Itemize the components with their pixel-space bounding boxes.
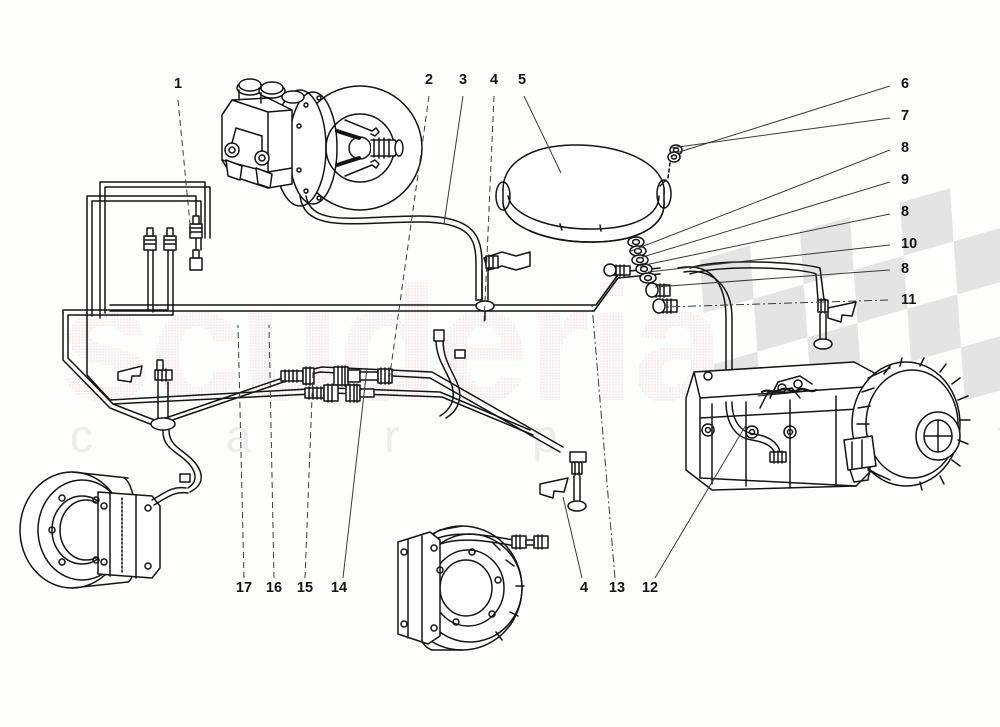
callout-label-8a: 8 [901, 140, 909, 156]
rear-brake-disc-assembly [397, 525, 549, 651]
callout-3[interactable]: 3 [443, 72, 467, 225]
callout-label-17: 17 [236, 580, 252, 596]
callout-13[interactable]: 13 [591, 304, 625, 596]
callout-9[interactable]: 9 [635, 172, 909, 260]
callout-4-bottom[interactable]: 4 [562, 496, 588, 596]
callout-label-16: 16 [266, 580, 282, 596]
callout-label-6: 6 [901, 76, 909, 92]
callout-4[interactable]: 4 [483, 72, 498, 325]
callout-label-9: 9 [901, 172, 909, 188]
vacuum-hose-main [299, 195, 483, 301]
callout-label-15: 15 [297, 580, 313, 596]
callout-11[interactable]: 11 [665, 292, 916, 308]
callout-label-5: 5 [518, 72, 526, 88]
hose-bracket-bottom [539, 451, 587, 512]
vacuum-brake-booster [273, 85, 423, 211]
callout-14[interactable]: 14 [331, 367, 368, 596]
flexible-brake-hose-left [117, 359, 202, 493]
hose-to-gearbox [725, 401, 781, 453]
callout-2[interactable]: 2 [388, 72, 433, 382]
gearbox-differential-housing [685, 357, 971, 491]
brake-fluid-accumulator-tank [495, 144, 672, 243]
hose-bracket-right [813, 298, 857, 350]
watermark-scuderia: scuderia [60, 251, 728, 435]
callout-label-12: 12 [642, 580, 658, 596]
callout-label-11: 11 [901, 292, 916, 308]
callout-12[interactable]: 12 [642, 424, 747, 596]
front-brake-disc-assembly [19, 471, 189, 589]
callout-label-13: 13 [609, 580, 625, 596]
callout-16[interactable]: 16 [266, 324, 282, 596]
callout-6[interactable]: 6 [675, 76, 909, 154]
callout-8-b[interactable]: 8 [639, 204, 909, 267]
callout-label-3: 3 [459, 72, 467, 88]
callout-label-4b: 4 [580, 580, 588, 596]
brake-pipe-union-nuts [143, 215, 203, 271]
brake-line-union-fittings [280, 365, 393, 403]
callout-label-2: 2 [425, 72, 433, 88]
flexible-brake-hose-rear [433, 329, 466, 419]
callout-label-8c: 8 [901, 261, 909, 277]
callout-label-8b: 8 [901, 204, 909, 220]
callout-label-10: 10 [901, 236, 917, 252]
callout-label-14: 14 [331, 580, 347, 596]
gearbox-hose-fitting [769, 450, 787, 464]
callout-10[interactable]: 10 [647, 236, 917, 273]
callout-7[interactable]: 7 [670, 108, 909, 149]
callout-17[interactable]: 17 [236, 324, 252, 596]
callout-label-1: 1 [174, 76, 182, 92]
callout-8-a[interactable]: 8 [630, 140, 909, 252]
callout-5[interactable]: 5 [518, 72, 562, 174]
callout-layer: 1 2 3 4 [174, 72, 917, 596]
svg-text:scuderia: scuderia [60, 251, 726, 435]
callout-15[interactable]: 15 [297, 371, 314, 596]
callout-8-c[interactable]: 8 [654, 261, 909, 288]
callout-1[interactable]: 1 [174, 76, 192, 235]
callout-label-7: 7 [901, 108, 909, 124]
callout-label-4: 4 [490, 72, 498, 88]
brake-pipe-rear-circuit [62, 249, 174, 427]
brake-master-cylinder [221, 78, 305, 189]
